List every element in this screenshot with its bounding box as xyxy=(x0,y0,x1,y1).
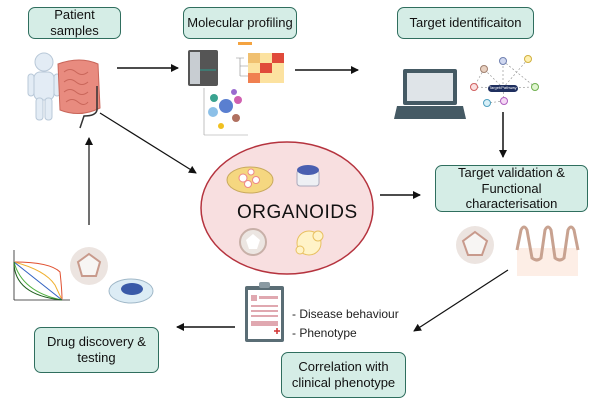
target-validation-label-line2: Functional characterisation xyxy=(465,180,558,212)
correlation-label-line1: Correlation with xyxy=(298,359,389,375)
drug-discovery-label-line1: Drug discovery & xyxy=(47,334,146,350)
arrow-validation-to-correlation xyxy=(413,269,509,332)
heatmap-icon xyxy=(236,42,284,83)
organoid-small-icon xyxy=(70,247,108,285)
drug-response-curves-icon xyxy=(13,250,70,301)
clipboard-icon xyxy=(245,282,284,342)
drug-discovery-box: Drug discovery & testing xyxy=(34,327,159,373)
arrow-patient-to-organoids xyxy=(99,112,197,174)
organoid-cross-section-icon xyxy=(239,228,267,256)
correlation-label-line2: clinical phenotype xyxy=(291,375,396,390)
intestine-icon xyxy=(57,59,101,129)
organoids-title: ORGANOIDS xyxy=(237,202,358,223)
petri-dish-organoids-icon xyxy=(226,166,274,194)
molecular-profiling-label: Molecular profiling xyxy=(187,15,293,31)
organoid-bud-icon xyxy=(295,230,324,256)
target-validation-box: Target validation & Functional character… xyxy=(435,165,588,212)
transwell-icon xyxy=(296,165,320,187)
organoid-section-icon xyxy=(456,226,494,264)
petri-dish-cells-icon xyxy=(108,278,154,304)
drug-discovery-label-line2: testing xyxy=(77,350,116,365)
intestinal-villi-icon xyxy=(515,225,580,276)
correlation-box: Correlation with clinical phenotype xyxy=(281,352,406,398)
patient-samples-label: Patient samples xyxy=(50,7,99,38)
network-graph-icon xyxy=(470,55,539,107)
target-validation-label-line1: Target validation & xyxy=(458,165,565,181)
target-identification-box: Target identificaiton xyxy=(397,7,534,39)
network-center-label: Target/Pathway xyxy=(489,85,517,90)
scatter-plot-icon xyxy=(203,88,248,136)
child-figure-icon xyxy=(27,52,61,121)
clinical-note-phenotype: - Phenotype xyxy=(292,326,357,340)
laptop-icon xyxy=(394,69,466,119)
patient-samples-box: Patient samples xyxy=(28,7,121,39)
sequencer-icon xyxy=(188,50,218,86)
clinical-note-disease-behaviour: - Disease behaviour xyxy=(292,307,399,321)
molecular-profiling-box: Molecular profiling xyxy=(183,7,297,39)
target-identification-label: Target identificaiton xyxy=(409,15,522,31)
